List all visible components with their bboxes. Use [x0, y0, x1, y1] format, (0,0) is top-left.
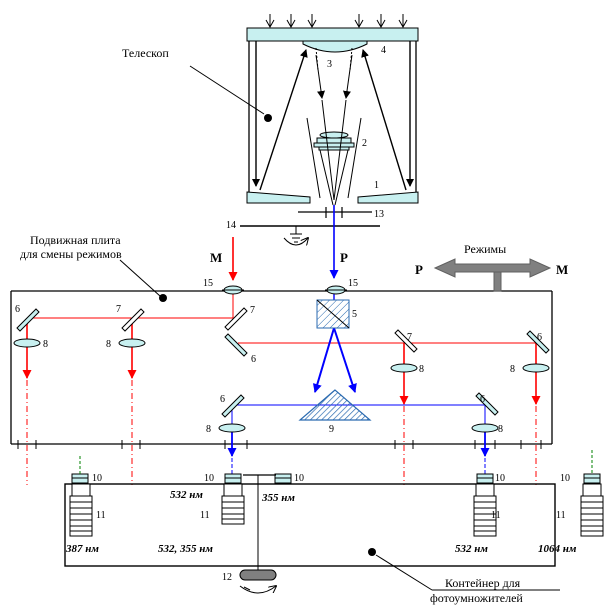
primary-mirror-right: [357, 191, 419, 204]
svg-text:8: 8: [510, 364, 515, 375]
blue-beam-path: [227, 205, 490, 474]
svg-text:6: 6: [537, 332, 542, 343]
wavelength-1064: 1064 нм: [538, 543, 577, 555]
svg-text:4: 4: [381, 45, 386, 56]
lenses: [13, 338, 550, 433]
field-lens-assembly: [313, 131, 355, 151]
filter-motor: [239, 569, 276, 594]
container-marker-dot: [368, 548, 376, 556]
svg-text:8: 8: [43, 339, 48, 350]
pmt-532-355: [221, 483, 245, 525]
modes-arrow: [433, 258, 552, 292]
svg-text:9: 9: [329, 424, 334, 435]
wavelength-532-355: 532, 355 нм: [158, 543, 213, 555]
svg-text:7: 7: [116, 304, 121, 315]
diaphragm-right: [325, 285, 347, 295]
mirrors: [16, 308, 550, 418]
svg-text:8: 8: [498, 424, 503, 435]
corrector-plate: [246, 27, 419, 42]
shutter-motor: [283, 226, 308, 245]
svg-text:6: 6: [251, 354, 256, 365]
svg-text:15: 15: [203, 278, 213, 289]
telescope-label: Телескоп: [122, 46, 169, 60]
svg-text:10: 10: [495, 473, 505, 484]
container-label-line2: фотоумножителей: [430, 591, 523, 605]
svg-text:10: 10: [92, 473, 102, 484]
red-beam-path: [22, 237, 541, 485]
svg-text:11: 11: [96, 510, 106, 521]
svg-text:11: 11: [491, 510, 501, 521]
dispersion-prism: [298, 389, 372, 421]
svg-text:2: 2: [362, 138, 367, 149]
pmt-1064: [580, 483, 604, 537]
svg-text:10: 10: [560, 473, 570, 484]
reference-numbers: 1 2 3 4 5 6 6 6 6 6 7 7 7 8 8 8 8 8 8 9 …: [15, 45, 570, 583]
m-mode-label: М: [556, 262, 568, 277]
telescope-rays: [252, 41, 414, 191]
wavelength-387: 387 нм: [65, 543, 99, 555]
svg-text:15: 15: [348, 278, 358, 289]
svg-text:13: 13: [374, 209, 384, 220]
svg-text:7: 7: [250, 305, 255, 316]
svg-text:14: 14: [226, 220, 236, 231]
wavelength-532-bottom: 532 нм: [455, 543, 488, 555]
svg-text:11: 11: [556, 510, 566, 521]
secondary-mirror: [302, 40, 368, 53]
primary-mirror-left: [246, 191, 311, 204]
telescope: [240, 14, 419, 245]
filter-slider: [243, 474, 276, 570]
pmt-532: [473, 483, 497, 537]
svg-text:8: 8: [419, 364, 424, 375]
svg-text:10: 10: [204, 473, 214, 484]
plate-label-line1: Подвижная плита: [30, 233, 121, 247]
filters: [71, 473, 601, 484]
svg-text:6: 6: [220, 394, 225, 405]
svg-text:10: 10: [294, 473, 304, 484]
svg-text:12: 12: [222, 572, 232, 583]
pmt-container: [64, 483, 556, 567]
plate-marker-dot: [159, 294, 167, 302]
container-label-line1: Контейнер для: [445, 576, 521, 590]
movable-plate: [10, 290, 553, 449]
p-mode-label: Р: [415, 262, 423, 277]
p-input-label: Р: [340, 250, 348, 265]
pmt-387: [69, 483, 93, 537]
diaphragm-left: [222, 285, 244, 295]
m-input-label: М: [210, 250, 222, 265]
dichroic-mirrors: [121, 307, 418, 353]
svg-text:6: 6: [15, 304, 20, 315]
polarizer-cube: [316, 299, 350, 329]
svg-text:8: 8: [206, 424, 211, 435]
svg-text:1: 1: [374, 180, 379, 191]
photomultipliers: [69, 483, 604, 537]
svg-text:11: 11: [200, 510, 210, 521]
wavelength-532-top: 532 нм: [170, 489, 203, 501]
telescope-marker-dot: [264, 114, 272, 122]
green-beam-inputs: [79, 450, 593, 474]
svg-text:6: 6: [480, 394, 485, 405]
svg-text:8: 8: [106, 339, 111, 350]
modes-label: Режимы: [464, 242, 506, 256]
incoming-light-arrows: [265, 14, 408, 29]
svg-text:5: 5: [352, 309, 357, 320]
svg-text:3: 3: [327, 59, 332, 70]
wavelength-355-top: 355 нм: [261, 492, 295, 504]
plate-label-line2: для смены режимов: [20, 247, 122, 261]
svg-text:7: 7: [407, 332, 412, 343]
